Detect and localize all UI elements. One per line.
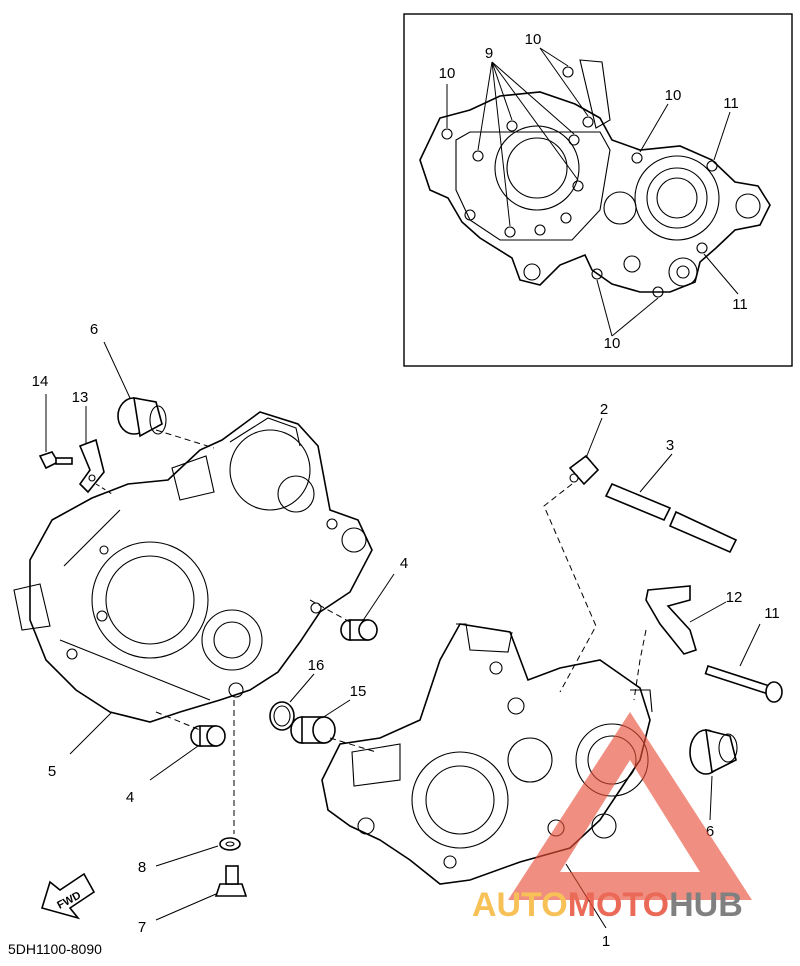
part-6-oil-seal-left: [117, 397, 167, 438]
callout-10-bottom: 10: [604, 335, 621, 352]
callout-8: 8: [138, 859, 146, 876]
fwd-arrow-icon: FWD: [40, 872, 96, 920]
watermark-triangle-icon: [508, 712, 752, 900]
callout-11-top: 11: [723, 95, 739, 112]
part-7-drain-bolt: [214, 865, 248, 897]
right-crankcase-half: [321, 623, 653, 885]
callout-15: 15: [350, 683, 367, 700]
inset-tab: [579, 59, 611, 129]
callout-4-upper: 4: [400, 555, 408, 572]
inset-bolt-layout: 10 9 10 10 11 11 10: [403, 13, 793, 367]
diagram-code: 5DH1100-8090: [8, 941, 102, 957]
callout-10-right: 10: [665, 87, 682, 104]
leader-lines: [45, 341, 761, 929]
part-11-long-bolt: [704, 664, 783, 703]
callout-7: 7: [138, 919, 146, 936]
callout-11-main: 11: [764, 605, 780, 622]
callout-10-left: 10: [439, 65, 456, 82]
watermark-text: AUTOMOTOHUB: [472, 886, 743, 924]
part-3-pipe: [604, 482, 738, 554]
right-case-body: [321, 623, 651, 885]
callout-9: 9: [485, 45, 493, 62]
inset-leaders: [446, 47, 739, 337]
watermark-moto: MOTO: [568, 886, 669, 924]
part-6-oil-seal-right: [689, 728, 738, 775]
callout-5: 5: [48, 763, 56, 780]
inset-bolt-holes: [441, 66, 718, 298]
callout-12: 12: [726, 589, 743, 606]
left-case-mount: [13, 583, 51, 631]
part-2-fitting: [568, 454, 600, 486]
callout-6-left: 6: [90, 321, 98, 338]
part-15-collar: [290, 716, 336, 744]
callout-4-lower: 4: [126, 789, 134, 806]
watermark-hub: HUB: [669, 886, 743, 924]
callout-2: 2: [600, 401, 608, 418]
watermark-auto: AUTO: [472, 886, 568, 924]
part-13-clamp: [78, 438, 105, 494]
part-4-dowel-upper: [340, 619, 378, 641]
callout-1: 1: [602, 933, 610, 950]
callout-16: 16: [308, 657, 325, 674]
part-8-washer: [219, 837, 241, 851]
part-12-bracket: [645, 585, 697, 655]
part-16-o-ring: [269, 701, 295, 731]
left-crank-housing: [229, 429, 311, 511]
inset-crank-bore: [634, 155, 720, 241]
callout-14: 14: [32, 373, 49, 390]
part-4-dowel-lower: [190, 725, 226, 747]
left-crankcase-half: [13, 411, 373, 723]
callout-13: 13: [72, 389, 89, 406]
callout-3: 3: [666, 437, 674, 454]
callout-11-bottom: 11: [732, 296, 748, 313]
right-cylinder-bore: [411, 751, 509, 849]
part-14-bolt: [38, 451, 73, 470]
callout-10-top: 10: [525, 31, 542, 48]
watermark-logo: AUTOMOTOHUB: [472, 712, 752, 924]
callout-6-right: 6: [706, 823, 714, 840]
inset-cylinder-bore: [494, 125, 580, 211]
left-cylinder-bore: [91, 541, 209, 659]
left-case-drain-boss: [228, 682, 244, 698]
left-case-body: [29, 411, 373, 723]
